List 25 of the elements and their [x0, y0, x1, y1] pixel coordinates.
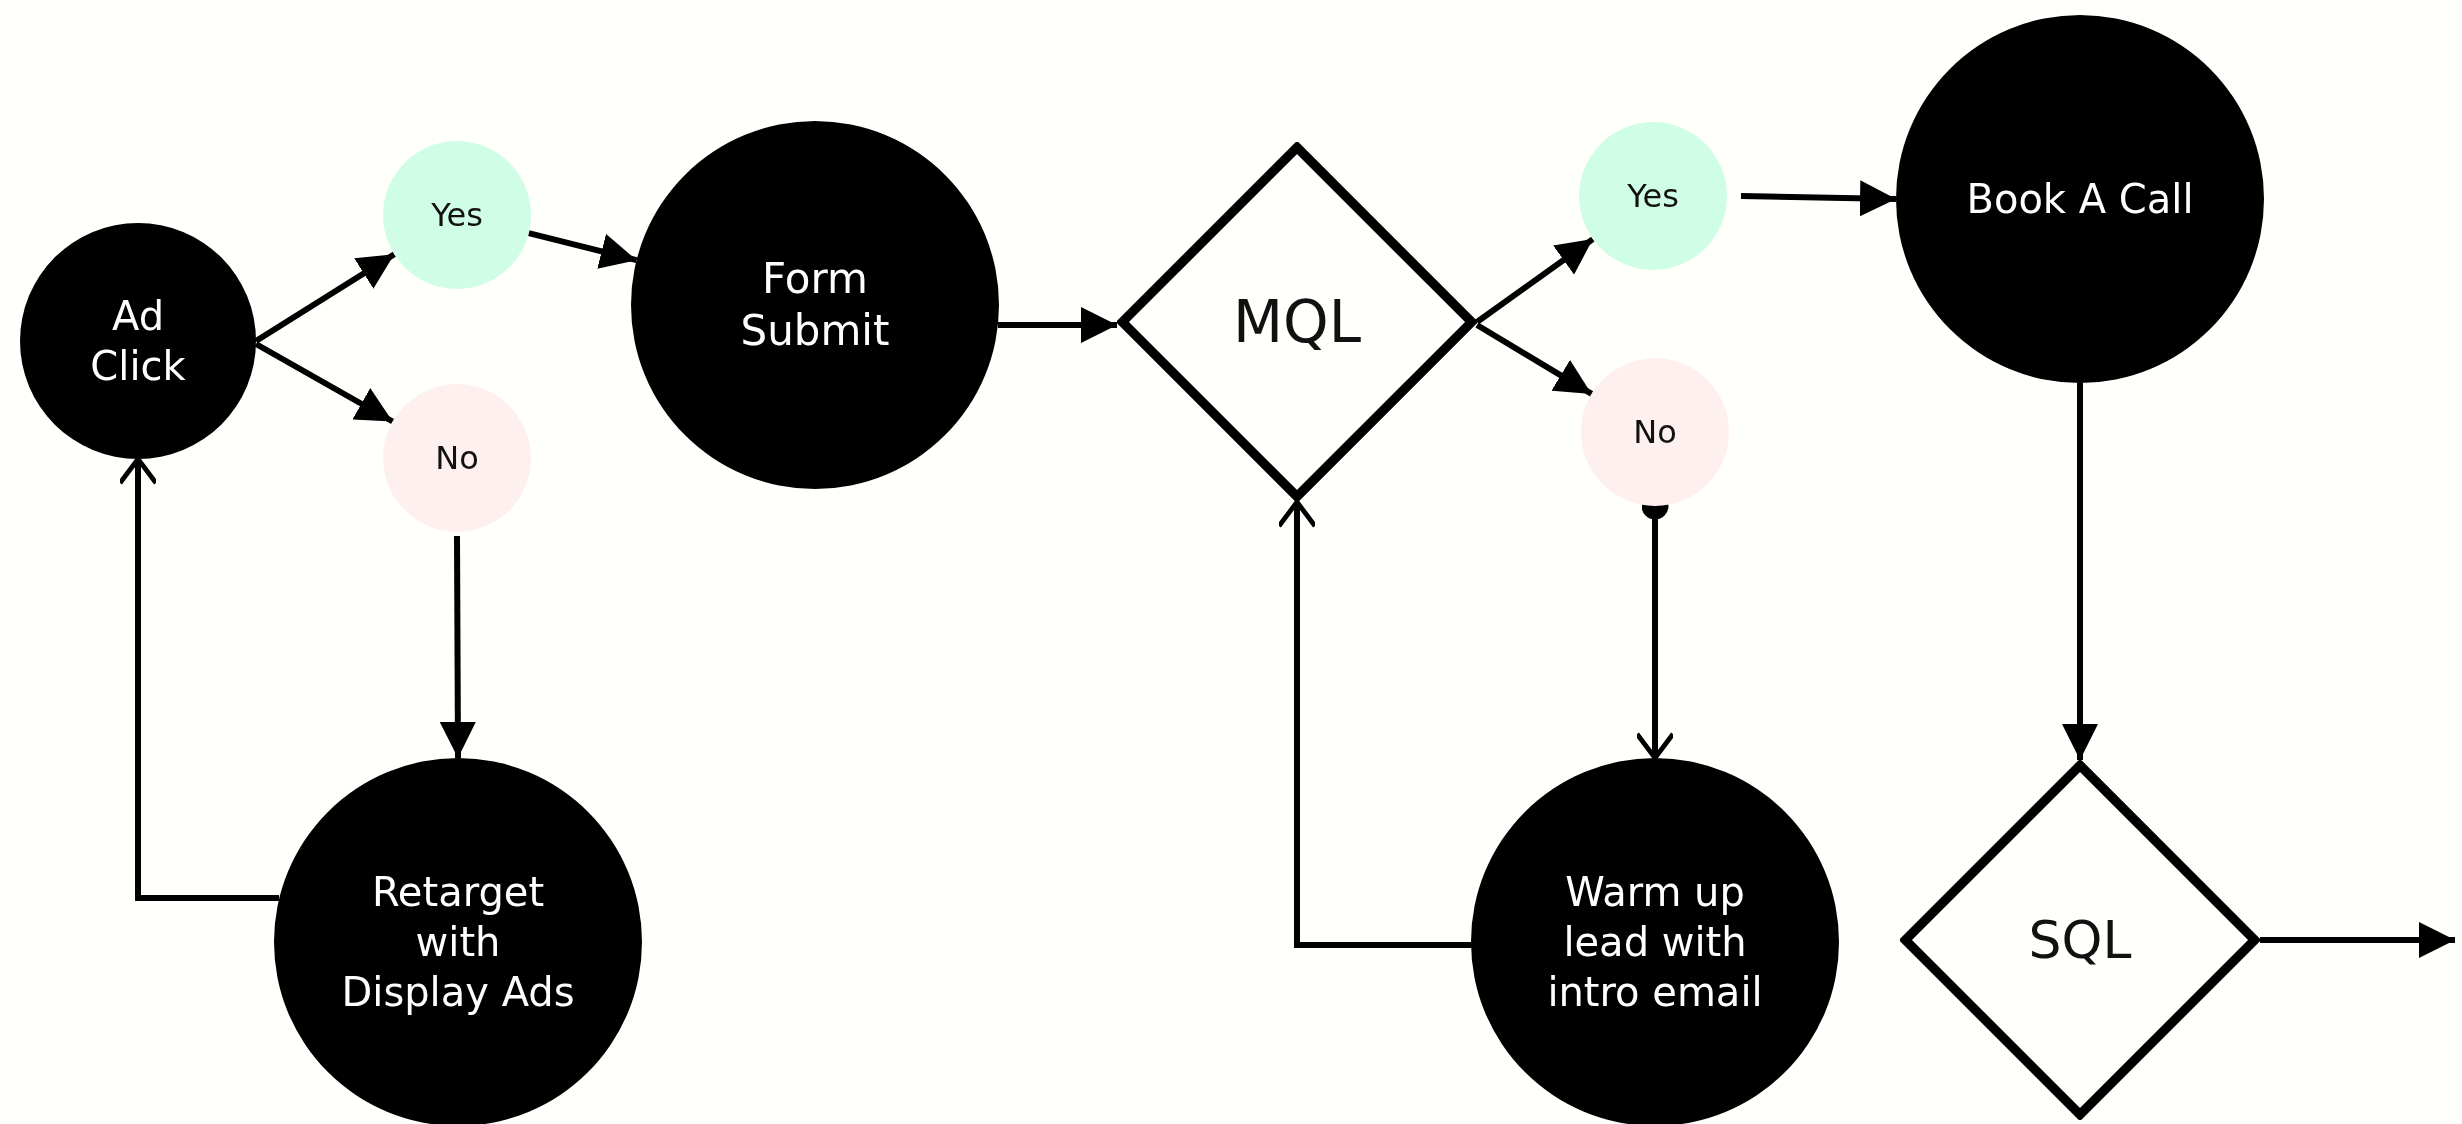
node-label: No	[435, 438, 479, 478]
decision-diamond	[1900, 760, 2260, 1120]
arrow	[1475, 236, 1595, 325]
node-label: Yes	[1627, 176, 1679, 216]
arrow	[439, 536, 476, 758]
node-label: MQL	[1233, 286, 1361, 358]
arrow	[2062, 383, 2098, 760]
node-label: SQL	[2028, 908, 2132, 972]
node-label: Retarget with Display Ads	[340, 868, 576, 1017]
decision-diamond	[1117, 142, 1477, 502]
arrow	[1740, 180, 1897, 217]
arrow	[254, 341, 395, 425]
arrow	[254, 251, 396, 344]
node-label: No	[1633, 412, 1677, 452]
node-label: Warm up lead with intro email	[1546, 868, 1764, 1017]
node-label: Book A Call	[1966, 175, 2194, 224]
node-label: Yes	[431, 195, 483, 235]
arrow	[1475, 322, 1594, 397]
node-label: Form Submit	[739, 252, 891, 357]
arrow	[117, 456, 279, 901]
arrow	[998, 307, 1117, 343]
arrow	[2260, 922, 2455, 958]
node-label: Ad Click	[89, 292, 187, 391]
arrow	[1276, 499, 1473, 948]
arrow	[528, 230, 638, 269]
